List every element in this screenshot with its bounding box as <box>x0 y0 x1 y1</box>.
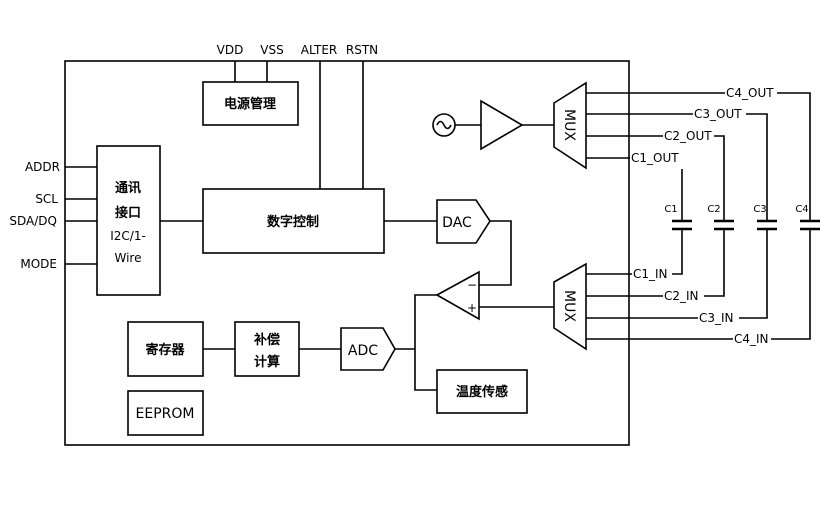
temperature-sensor-label: 温度传感 <box>456 384 508 400</box>
c3-in-wire <box>586 229 768 319</box>
dac-label: DAC <box>442 215 472 231</box>
register-block <box>127 321 204 377</box>
c4-label: C4 <box>795 204 808 215</box>
c1-in-label: C1_IN <box>633 267 668 281</box>
capacitor-c2 <box>714 219 734 231</box>
mux-bottom <box>553 262 587 351</box>
pin-vss: VSS <box>260 43 283 57</box>
c3-out-label: C3_OUT <box>694 107 742 121</box>
dac-block <box>436 199 491 244</box>
pin-addr: ADDR <box>25 160 60 174</box>
comm-label-4: Wire <box>115 251 142 265</box>
pin-sda: SDA/DQ <box>9 214 57 228</box>
comparator-minus: − <box>467 278 477 292</box>
c1-label: C1 <box>664 204 677 215</box>
adc-label: ADC <box>348 343 378 359</box>
chip-outline <box>64 60 630 446</box>
left-pin-wires <box>65 166 97 265</box>
c4-out-wire <box>586 92 811 221</box>
comm-label-1: 通讯 <box>115 180 141 196</box>
c1-out-label: C1_OUT <box>631 151 679 165</box>
input-lines: C1_IN C2_IN C3_IN C4_IN <box>586 229 811 346</box>
compensation-block <box>234 321 300 377</box>
dac-to-comparator-wire <box>479 220 512 286</box>
adc-block <box>340 327 396 371</box>
c4-out-label: C4_OUT <box>726 86 774 100</box>
compensation-label-1: 补偿 <box>253 332 280 348</box>
c2-out-wire <box>586 135 725 221</box>
register-label: 寄存器 <box>145 342 185 358</box>
comparator <box>435 270 480 321</box>
capacitor-c3 <box>757 219 777 231</box>
c2-in-label: C2_IN <box>664 289 699 303</box>
comm-interface-block <box>96 145 161 296</box>
comparator-wires <box>395 294 554 391</box>
c1-in-wire <box>586 229 683 275</box>
compensation-label-2: 计算 <box>254 354 280 370</box>
pin-scl: SCL <box>35 192 58 206</box>
c2-in-wire <box>586 229 725 297</box>
c4-in-wire <box>586 229 811 340</box>
eeprom-label: EEPROM <box>136 406 195 422</box>
top-pin-wires <box>234 61 364 189</box>
c3-in-label: C3_IN <box>699 311 734 325</box>
amplifier <box>480 99 524 151</box>
power-management-block <box>202 81 299 126</box>
temperature-sensor-block <box>436 369 528 414</box>
capacitors: C1 C2 C3 C4 <box>664 204 820 231</box>
mux-top <box>553 81 587 170</box>
eeprom-block <box>127 390 204 436</box>
c2-out-label: C2_OUT <box>664 129 712 143</box>
pin-alter: ALTER <box>301 43 338 57</box>
comparator-plus: + <box>467 301 477 315</box>
comm-label-2: 接口 <box>115 205 141 221</box>
pin-vdd: VDD <box>217 43 244 57</box>
left-pins: ADDR SCL SDA/DQ MODE <box>9 160 97 271</box>
digital-control-block <box>202 188 385 254</box>
capacitor-c4 <box>800 219 820 231</box>
mux-top-label: MUX <box>561 109 577 141</box>
pin-rstn: RSTN <box>346 43 378 57</box>
c3-label: C3 <box>753 204 766 215</box>
top-pins: VDD VSS ALTER RSTN <box>217 43 378 189</box>
digital-control-label: 数字控制 <box>267 214 319 230</box>
c4-in-label: C4_IN <box>734 332 769 346</box>
output-lines: C1_OUT C2_OUT C3_OUT C4_OUT <box>586 86 811 221</box>
mux-bottom-label: MUX <box>561 290 577 322</box>
pin-mode: MODE <box>20 257 57 271</box>
capacitor-c1 <box>672 219 692 231</box>
c2-label: C2 <box>707 204 720 215</box>
comm-label-3: I2C/1- <box>110 229 146 243</box>
power-management-label: 电源管理 <box>224 96 276 112</box>
c3-out-wire <box>586 113 768 221</box>
sine-wave-icon <box>436 120 452 130</box>
